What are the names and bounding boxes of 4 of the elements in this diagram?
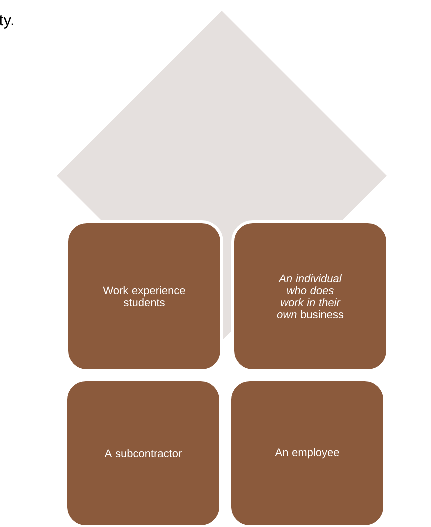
rounded-box: A subcontractor <box>64 378 222 527</box>
rounded-box: An individual who does work in their own business <box>232 220 390 372</box>
rounded-box: An employee <box>228 378 386 527</box>
rounded-box: Work experience students <box>66 220 224 372</box>
